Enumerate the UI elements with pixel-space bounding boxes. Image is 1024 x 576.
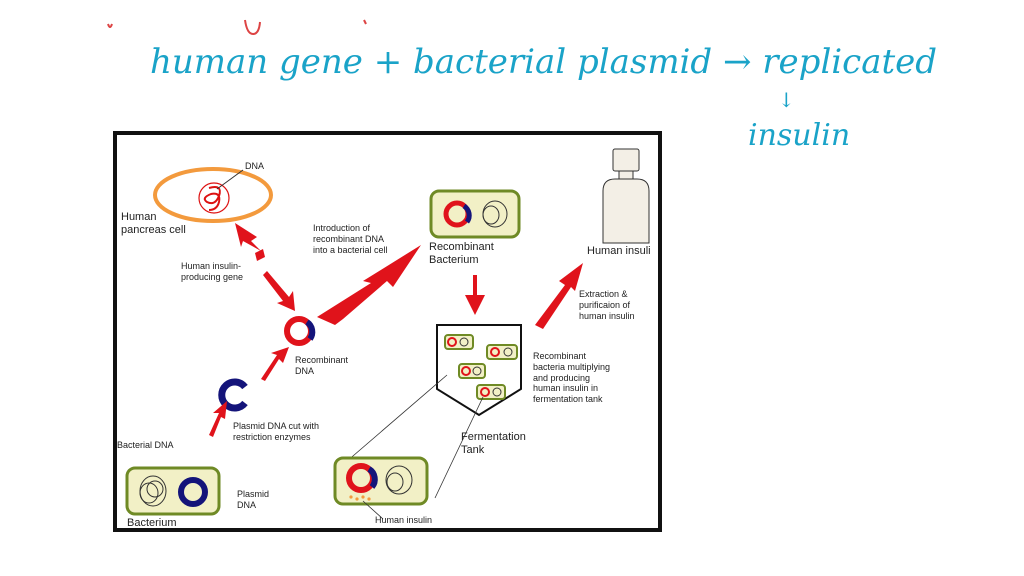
recombinant-dna-ring: [284, 316, 316, 346]
label-fermentation-tank: Fermentation Tank: [461, 431, 526, 457]
label-recombinant-dna: Recombinant DNA: [295, 355, 349, 376]
arrow-bacterium-to-plasmid: [209, 401, 227, 437]
red-ink-marks: [107, 19, 367, 36]
fermentation-tank: [436, 324, 522, 417]
label-human-pancreas-cell: Human pancreas cell: [121, 211, 186, 237]
zoomed-recombinant-bacterium: [333, 456, 429, 520]
handwritten-result: insulin: [748, 118, 851, 153]
zoom-line-right: [434, 396, 484, 499]
label-human-insulin-bottom: Human insulin: [375, 515, 433, 525]
label-recombinant-bacterium: Recombinant Bacterium: [429, 241, 494, 267]
arrow-plasmid-to-recombinant: [261, 347, 289, 381]
label-human-insulin-gene: Human insulin- producing gene: [181, 261, 244, 282]
arrow-cell-to-gene: [235, 223, 261, 251]
label-plasmid-cut: Plasmid DNA cut with restriction enzymes: [233, 421, 320, 442]
pancreas-cell: [153, 167, 273, 223]
insulin-bottle: [602, 148, 650, 244]
cut-plasmid: [218, 378, 248, 412]
insulin-production-diagram: DNA Human pancreas cell Human insulin- p…: [113, 131, 662, 532]
process-arrows: [209, 223, 583, 437]
label-extraction: Extraction & purificaion of human insuli…: [579, 289, 635, 321]
diagram-graphics: [125, 148, 650, 520]
recombinant-bacterium: [429, 189, 521, 239]
handwritten-equation: human gene + bacterial plasmid → replica…: [150, 42, 938, 82]
zoom-line-left: [338, 374, 448, 469]
arrow-tank-to-insulin: [535, 263, 583, 329]
label-bacterial-dna: Bacterial DNA: [117, 440, 174, 450]
insulin-gene-fragment: [255, 249, 265, 261]
arrow-recombinant-to-bacterium: [317, 245, 421, 325]
handwritten-down-arrow: ↓: [778, 88, 795, 112]
bacterium: [125, 466, 221, 516]
label-bacterium: Bacterium: [127, 517, 177, 529]
label-introduction: Introduction of recombinant DNA into a b…: [313, 223, 388, 255]
label-human-insulin-bottle: Human insuli: [587, 245, 651, 257]
label-recombinant-bacteria-multiplying: Recombinant bacteria multiplying and pro…: [533, 351, 611, 405]
arrow-gene-to-recombinant: [263, 271, 295, 311]
arrow-bacterium-to-tank: [465, 275, 485, 315]
label-plasmid-dna: Plasmid DNA: [237, 489, 270, 510]
label-dna: DNA: [245, 161, 265, 171]
